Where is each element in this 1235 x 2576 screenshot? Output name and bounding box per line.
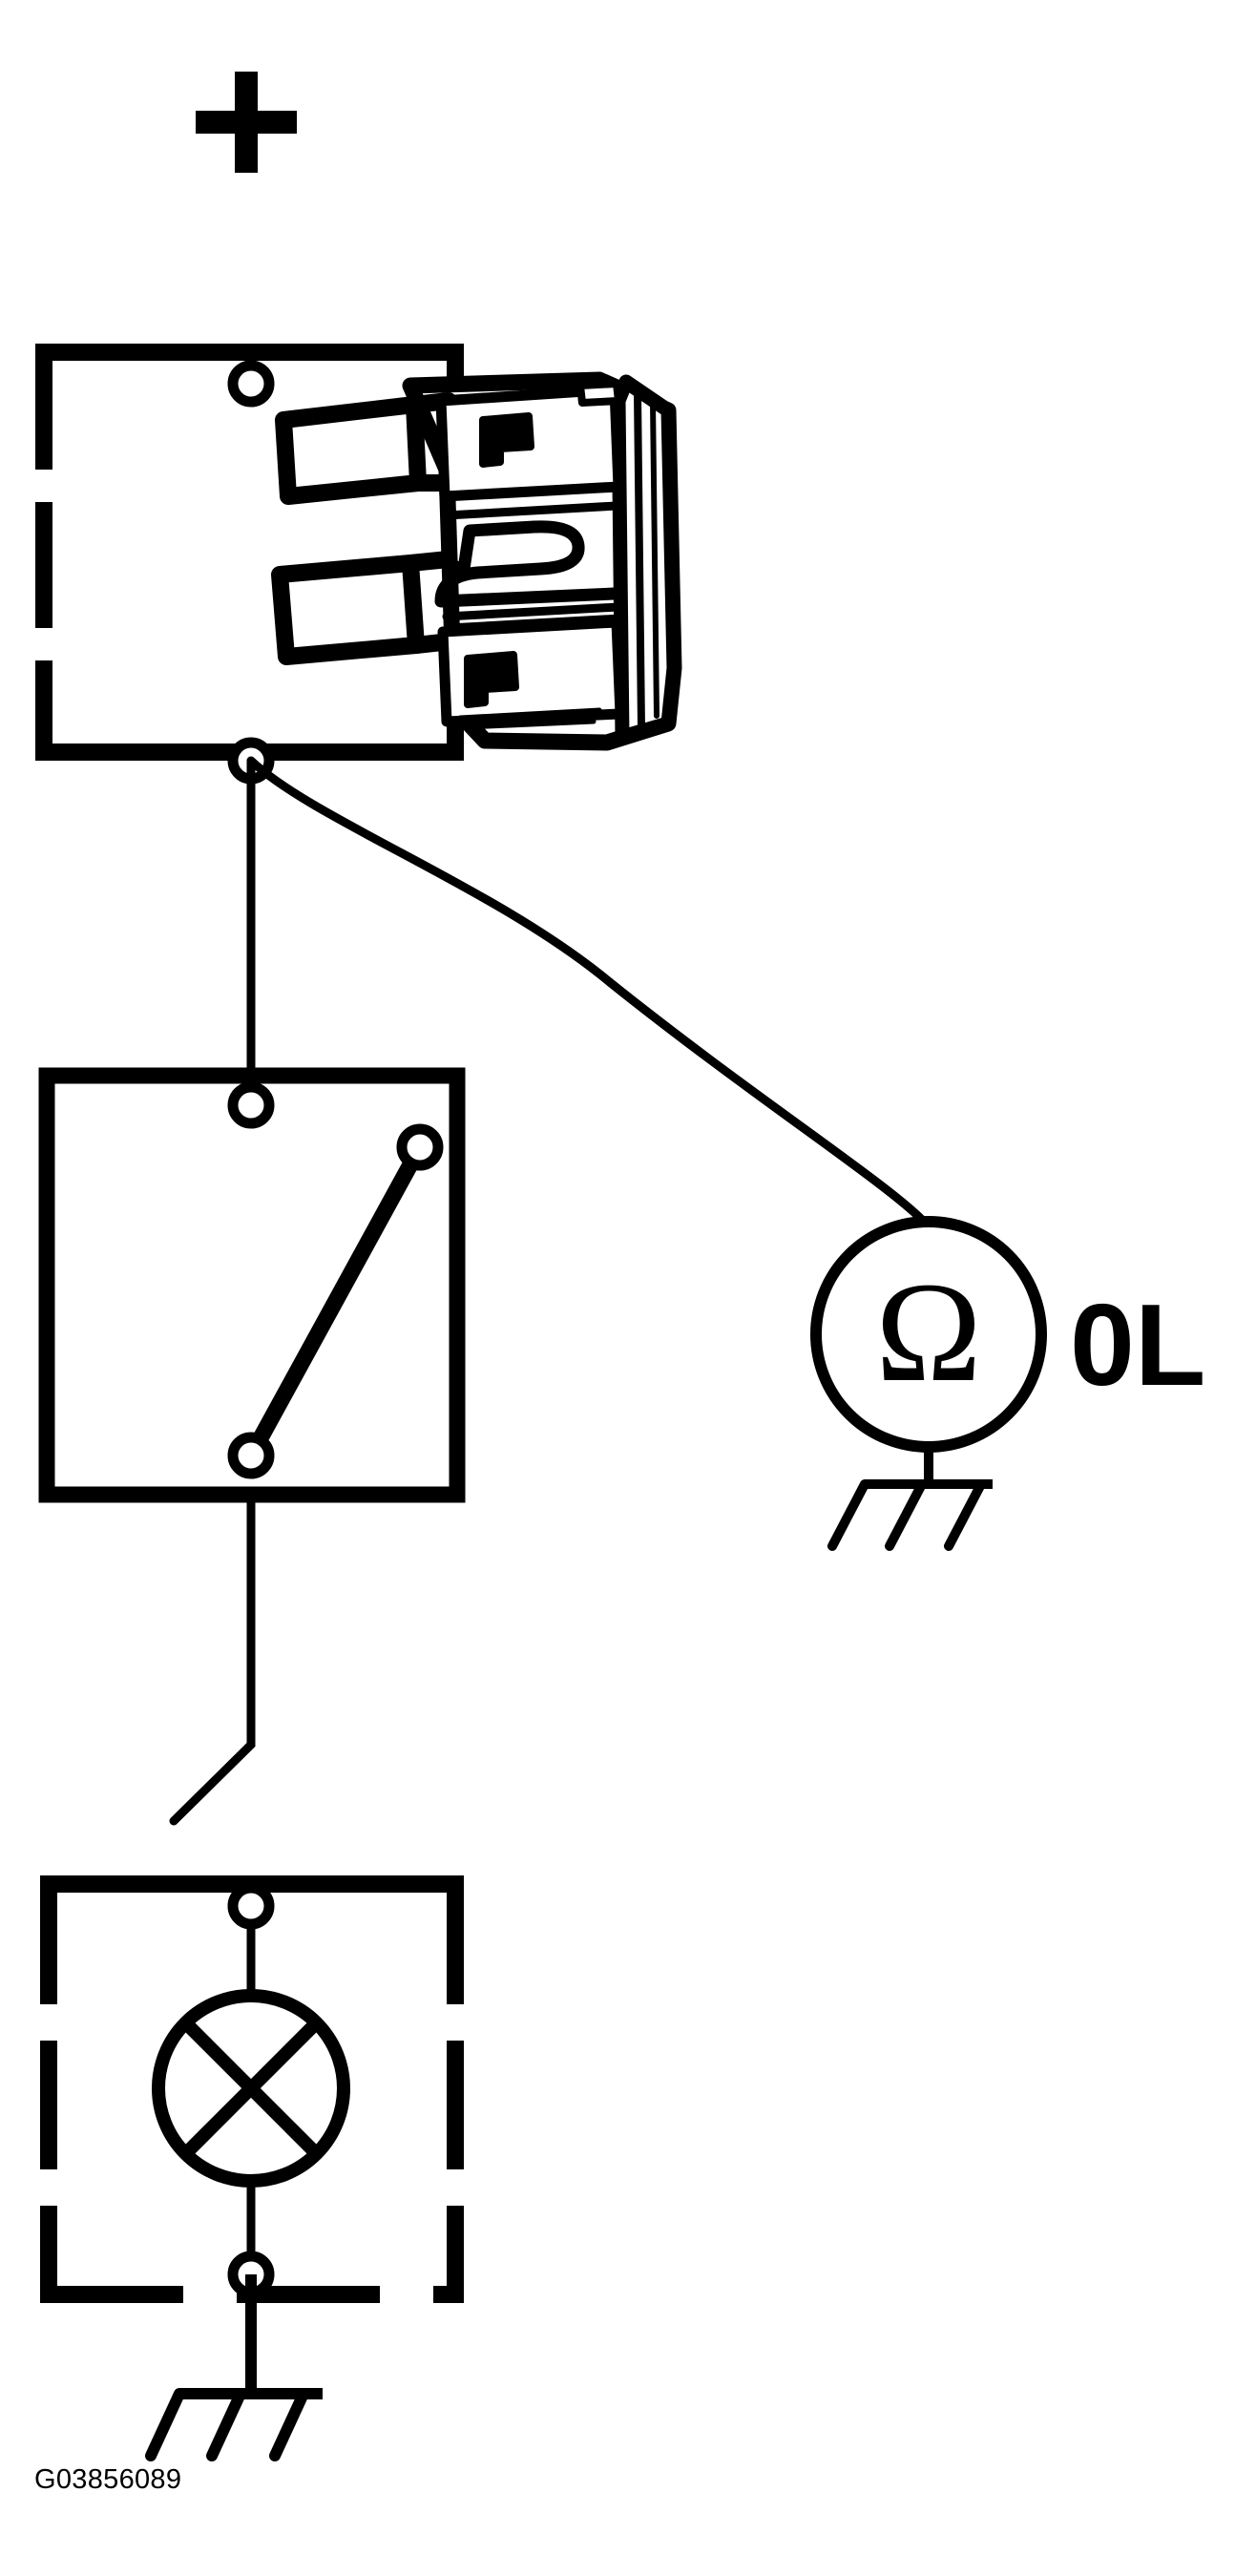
ohm-glyph: Ω	[875, 1253, 981, 1412]
ohmmeter-symbol: Ω	[810, 1216, 1047, 1453]
figure-id-label: G03856089	[34, 2464, 182, 2495]
lamp-top-terminal	[227, 1882, 275, 1930]
lamp-symbol	[152, 1989, 350, 2188]
switch-top-terminal	[227, 1081, 275, 1129]
switch-outline	[38, 1067, 466, 1503]
wire-test-lead-to-ohmmeter	[246, 756, 929, 1226]
ohmmeter-reading-label: 0L	[1070, 1280, 1206, 1410]
wire-switch-to-open-end	[169, 1490, 256, 1826]
blade-fuse-illustration	[271, 371, 682, 751]
positive-terminal-symbol	[196, 72, 297, 173]
fuse-top-terminal	[227, 360, 275, 408]
switch-pivot-terminal	[396, 1123, 444, 1171]
ohmmeter-ground-symbol	[827, 1447, 993, 1551]
switch-contact-arm	[242, 1139, 429, 1464]
lamp-ground-symbol	[145, 2274, 323, 2461]
switch-bottom-terminal	[227, 1432, 275, 1479]
